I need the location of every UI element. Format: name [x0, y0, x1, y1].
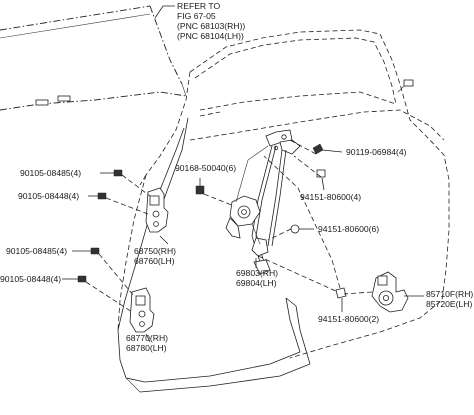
label-hinge-upper-lh: 68760(LH) — [134, 256, 175, 266]
nut-lower-icon — [335, 287, 347, 299]
door-hinge-upper — [145, 187, 169, 245]
fasteners — [62, 139, 373, 313]
window-regulator — [225, 129, 301, 275]
reference-line-3: (PNC 68103(RH)) — [177, 21, 245, 31]
bolt-left-4-icon — [77, 275, 87, 283]
door-glass — [0, 5, 187, 111]
label-90168: 90168-50040(6) — [175, 163, 236, 173]
label-hinge-lower-rh: 68770(RH) — [126, 333, 168, 343]
nut-mid-icon — [290, 224, 300, 234]
label-nut-mid: 94151-80600(6) — [318, 224, 379, 234]
label-regulator-rh: 69803(RH) — [236, 268, 278, 278]
label-bolt-left-4: 90105-08448(4) — [0, 274, 61, 284]
label-bolt-left-1: 90105-08485(4) — [20, 168, 81, 178]
label-bolt-left-3: 90105-08485(4) — [6, 246, 67, 256]
door-hinge-lower — [129, 287, 155, 343]
label-hinge-lower-lh: 68780(LH) — [126, 343, 167, 353]
nut-upper-icon — [316, 169, 326, 178]
bolt-left-1-icon — [113, 169, 123, 177]
label-nut-lower: 94151-80600(2) — [318, 314, 379, 324]
label-hinge-upper-rh: 68750(RH) — [134, 246, 176, 256]
bolt-left-3-icon — [90, 247, 100, 255]
window-motor — [371, 271, 424, 313]
reference-line-2: FIG 67-05 — [177, 11, 216, 21]
label-motor-lh: 85720E(LH) — [426, 299, 472, 309]
reference-line-1: REFER TO — [177, 1, 220, 11]
reference-line-4: (PNC 68104(LH)) — [177, 31, 244, 41]
bolt-90119-icon — [312, 143, 324, 155]
label-nut-upper: 94151-80600(4) — [300, 192, 361, 202]
label-90119: 90119-06984(4) — [346, 147, 407, 157]
bolt-90168-icon — [195, 185, 205, 195]
reference-callout: REFER TO FIG 67-05 (PNC 68103(RH)) (PNC … — [154, 1, 245, 41]
part-labels: 90119-06984(4) 90168-50040(6) 94151-8060… — [0, 147, 473, 353]
label-regulator-lh: 69804(LH) — [236, 278, 277, 288]
label-motor-rh: 85710F(RH) — [426, 289, 473, 299]
label-bolt-left-2: 90105-08448(4) — [18, 191, 79, 201]
door-outline — [117, 29, 450, 393]
bolt-left-2-icon — [97, 192, 107, 200]
